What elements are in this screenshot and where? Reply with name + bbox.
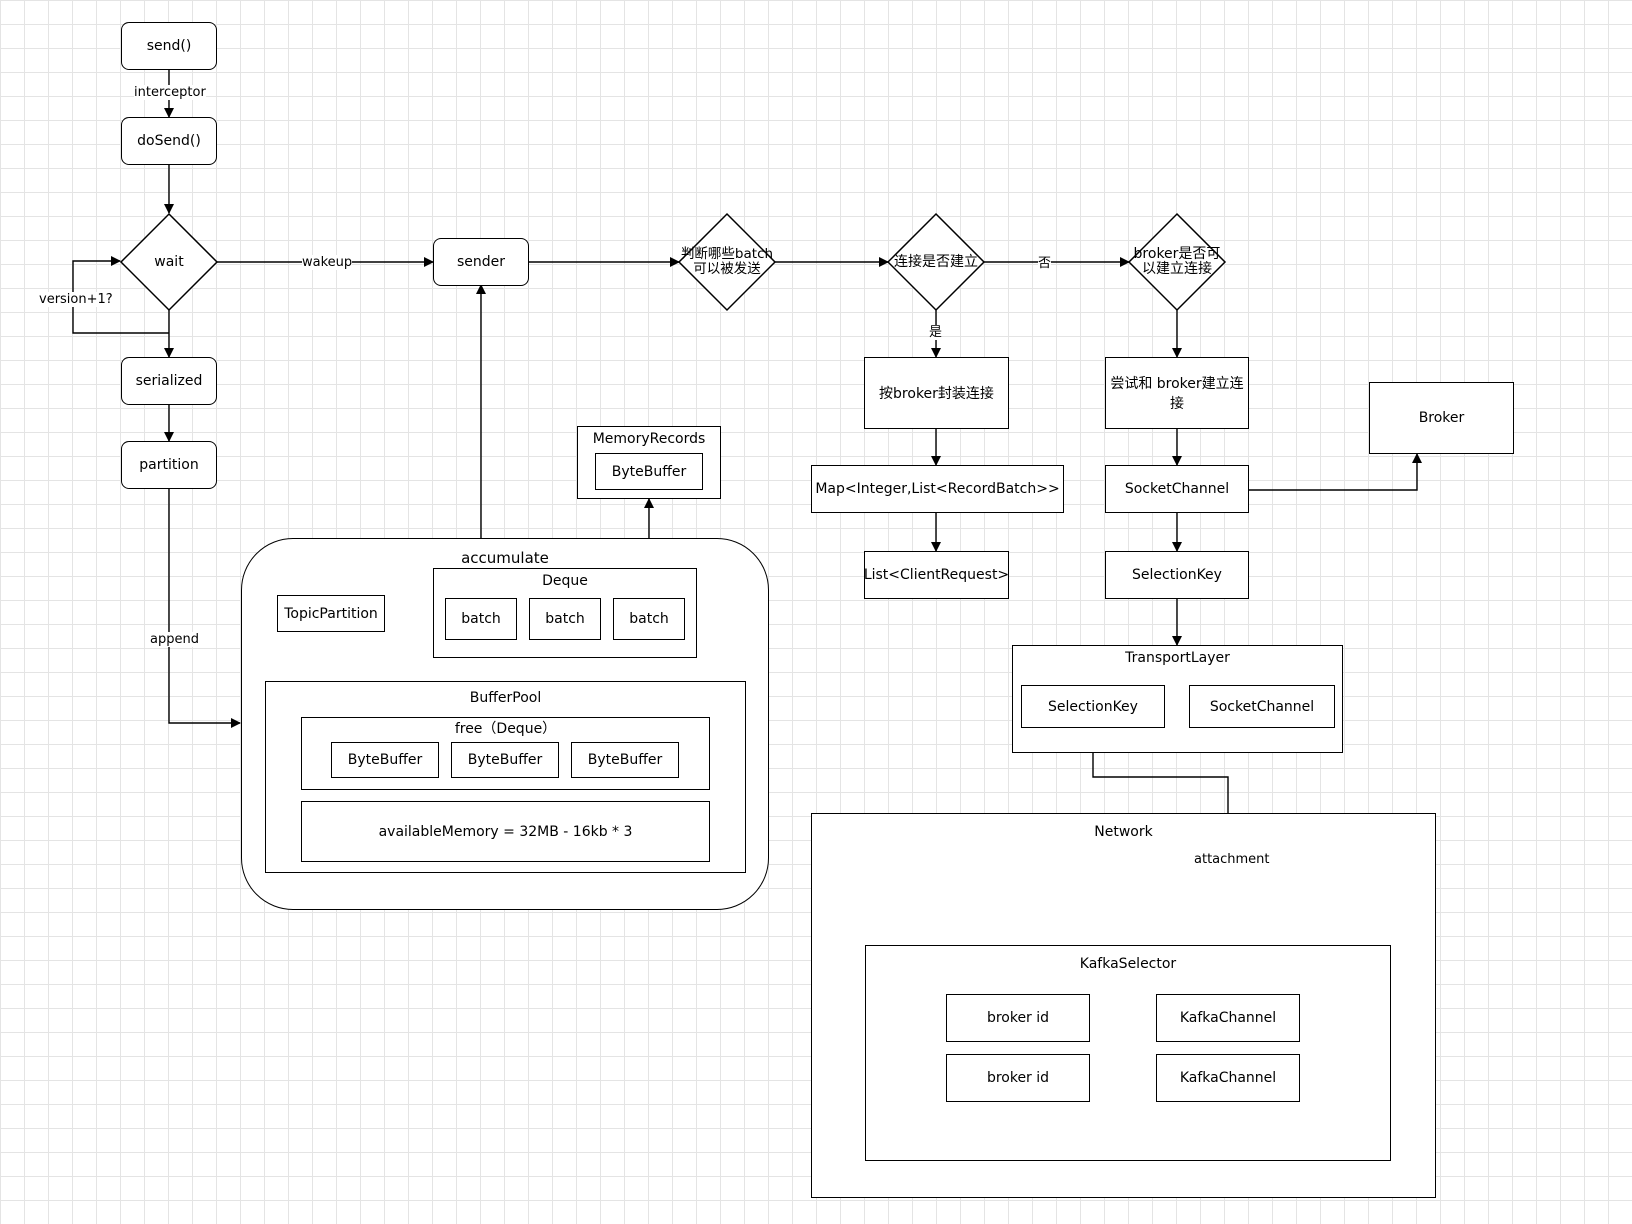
map-batch-node: Map<Integer,List<RecordBatch>> [811,465,1064,513]
conn-established-diamond [886,212,986,312]
wait-label: wait [154,253,184,270]
version-label: version+1? [39,292,113,307]
broker-connectable-label: broker是否可 以建立连接 [1133,246,1221,277]
selection-key-node: SelectionKey [1105,551,1249,599]
interceptor-label: interceptor [134,85,206,100]
available-memory-node: availableMemory = 32MB - 16kb * 3 [301,801,710,862]
edge-partition-accumulate [168,489,241,728]
judge-label: 判断哪些batch 可以被发送 [680,246,774,277]
batch-1: batch [445,598,517,640]
bytebuffer-3: ByteBuffer [571,742,679,778]
batch-3: batch [613,598,685,640]
kafka-selector-title: KafkaSelector [1079,956,1177,972]
partition-node: partition [121,441,217,489]
serialized-node: serialized [121,357,217,405]
broker-id-2: broker id [946,1054,1090,1102]
accumulate-title: accumulate [461,549,549,567]
batch-2: batch [529,598,601,640]
tl-selection-key-node: SelectionKey [1021,685,1165,728]
attachment-label: attachment [1194,852,1270,867]
pack-by-broker-node: 按broker封装连接 [864,357,1009,429]
topic-partition-node: TopicPartition [277,595,385,632]
transport-layer-title: TransportLayer [1125,650,1230,666]
edge-socket-broker [1249,453,1422,491]
memory-records-bytebuffer: ByteBuffer [595,453,703,490]
broker-id-1: broker id [946,994,1090,1042]
buffer-pool-title: BufferPool [469,690,542,706]
conn-established-label: 连接是否建立 [894,253,978,270]
try-connect-node: 尝试和 broker建立连接 [1105,357,1249,429]
append-label: append [150,632,199,647]
kafka-selector-container: KafkaSelector [865,945,1391,1161]
list-client-request-node: List<ClientRequest> [864,551,1009,599]
judge-diamond [677,212,777,312]
broker-connectable-diamond [1127,212,1227,312]
send-node: send() [121,22,217,70]
kafka-channel-2: KafkaChannel [1156,1054,1300,1102]
free-deque-title: free（Deque） [454,721,557,737]
dosend-node: doSend() [121,117,217,165]
socket-channel-node: SocketChannel [1105,465,1249,513]
broker-node: Broker [1369,382,1514,454]
kafka-channel-1: KafkaChannel [1156,994,1300,1042]
tl-socket-channel-node: SocketChannel [1189,685,1335,728]
bytebuffer-2: ByteBuffer [451,742,559,778]
no-label: 否 [1038,256,1052,271]
deque-title: Deque [542,573,588,589]
network-title: Network [1094,824,1153,840]
yes-label: 是 [929,325,943,340]
bytebuffer-1: ByteBuffer [331,742,439,778]
wakeup-label: wakeup [302,255,353,270]
wait-diamond [119,212,219,312]
memory-records-title: MemoryRecords [592,431,706,447]
sender-node: sender [433,238,529,286]
